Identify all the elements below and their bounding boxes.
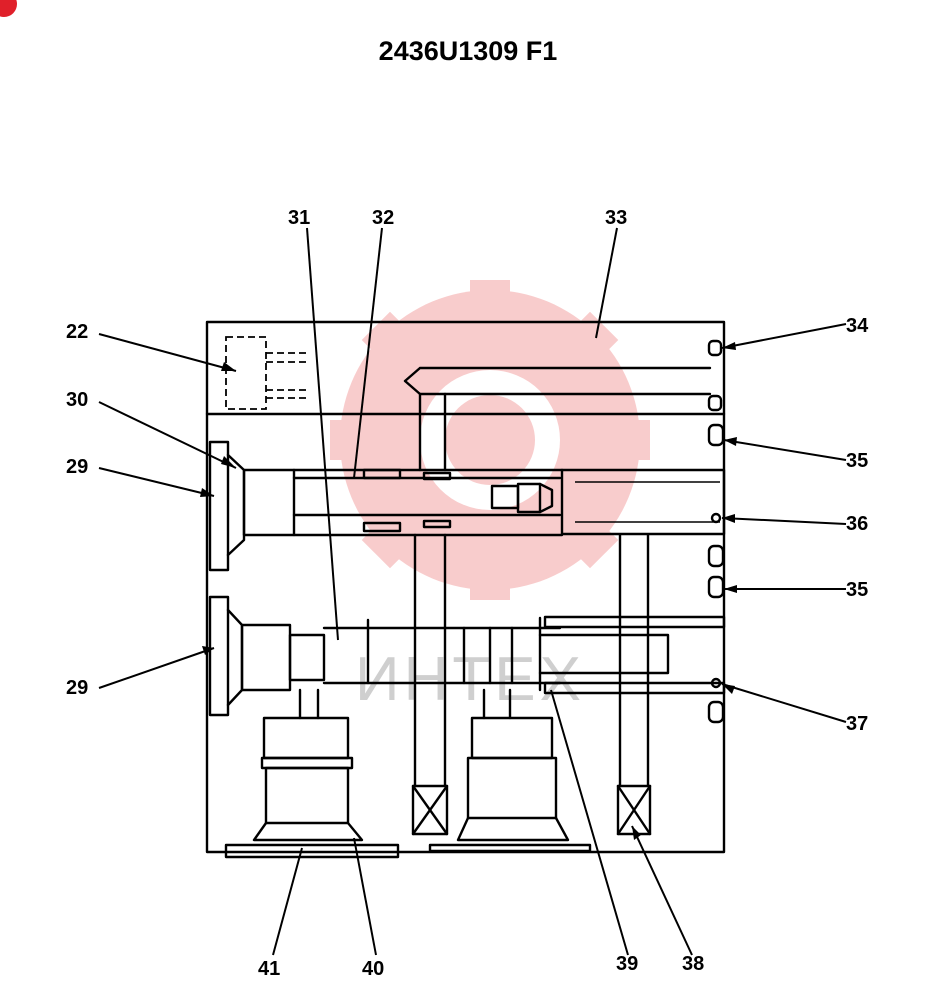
callout-35-lower: 35: [846, 579, 868, 601]
callout-39: 39: [616, 953, 638, 975]
callout-37: 37: [846, 713, 868, 735]
watermark-gear-logo: [330, 280, 650, 600]
callout-29-lower: 29: [66, 677, 88, 699]
watermark-text: ИНТЕХ: [355, 645, 585, 714]
lower-right-valve-body: [428, 688, 592, 853]
callout-36: 36: [846, 513, 868, 535]
callout-41: 41: [258, 958, 280, 980]
arrow-heads: [200, 342, 737, 840]
upper-spool-section: [208, 423, 726, 572]
callout-33: 33: [605, 207, 627, 229]
plug-box-left: [411, 784, 449, 836]
callout-38: 38: [682, 953, 704, 975]
lower-left-valve-body: [224, 688, 400, 859]
plug-box-right: [616, 784, 652, 836]
callout-31: 31: [288, 207, 310, 229]
callout-29-upper: 29: [66, 456, 88, 478]
vertical-passages: [413, 533, 650, 787]
callout-34: 34: [846, 315, 869, 337]
callout-40: 40: [362, 958, 384, 980]
lower-spool-section: [208, 575, 726, 724]
leader-lines: [98, 227, 847, 956]
dashed-component-22: [225, 336, 306, 410]
corner-badge-icon: [0, 0, 17, 17]
callout-30: 30: [66, 389, 88, 411]
upper-pilot-spool-33: [403, 339, 723, 472]
callout-32: 32: [372, 207, 394, 229]
callout-35-upper: 35: [846, 450, 868, 472]
callout-22: 22: [66, 321, 88, 343]
drawing-title: 2436U1309 F1: [379, 36, 558, 66]
